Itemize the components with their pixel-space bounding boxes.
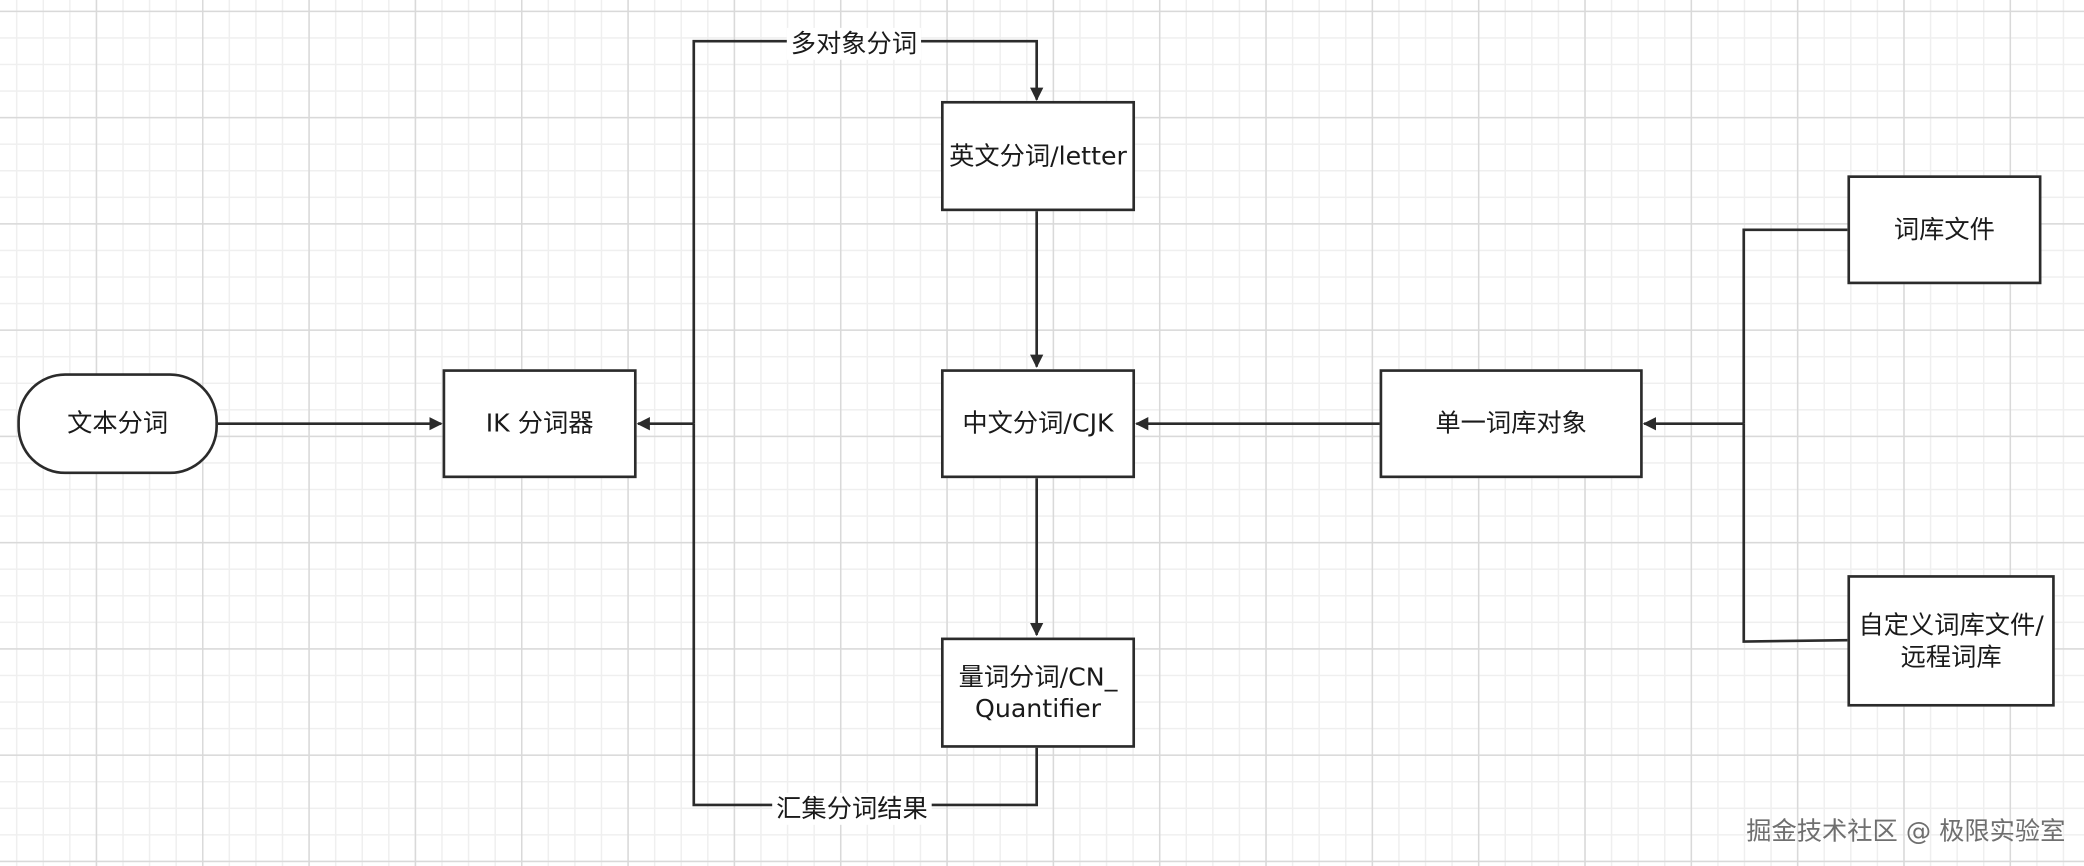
dictionary-file-node[interactable]: 词库文件 [1847, 175, 2042, 285]
edge-multi-object-dispatch [692, 39, 1044, 424]
chinese-segmenter-node[interactable]: 中文分词/CJK [940, 369, 1136, 479]
edge-custom-dictionary-join [1742, 423, 1848, 643]
custom-remote-dictionary-node[interactable]: 自定义词库文件/远程词库 [1847, 575, 2055, 707]
multi-object-segmentation-label: 多对象分词 [786, 27, 922, 60]
english-segmenter-node[interactable]: 英文分词/letter [940, 100, 1136, 212]
aggregate-results-label: 汇集分词结果 [772, 792, 932, 825]
single-dictionary-object-node[interactable]: 单一词库对象 [1379, 369, 1643, 479]
ik-analyzer-node[interactable]: IK 分词器 [442, 369, 637, 479]
quantifier-segmenter-node[interactable]: 量词分词/CN_Quantifier [940, 637, 1136, 748]
watermark: 掘金技术社区 @ 极限实验室 [1746, 816, 2066, 847]
text-segmentation-node[interactable]: 文本分词 [17, 373, 218, 475]
edge-dictionary-file-join [1742, 228, 1848, 424]
